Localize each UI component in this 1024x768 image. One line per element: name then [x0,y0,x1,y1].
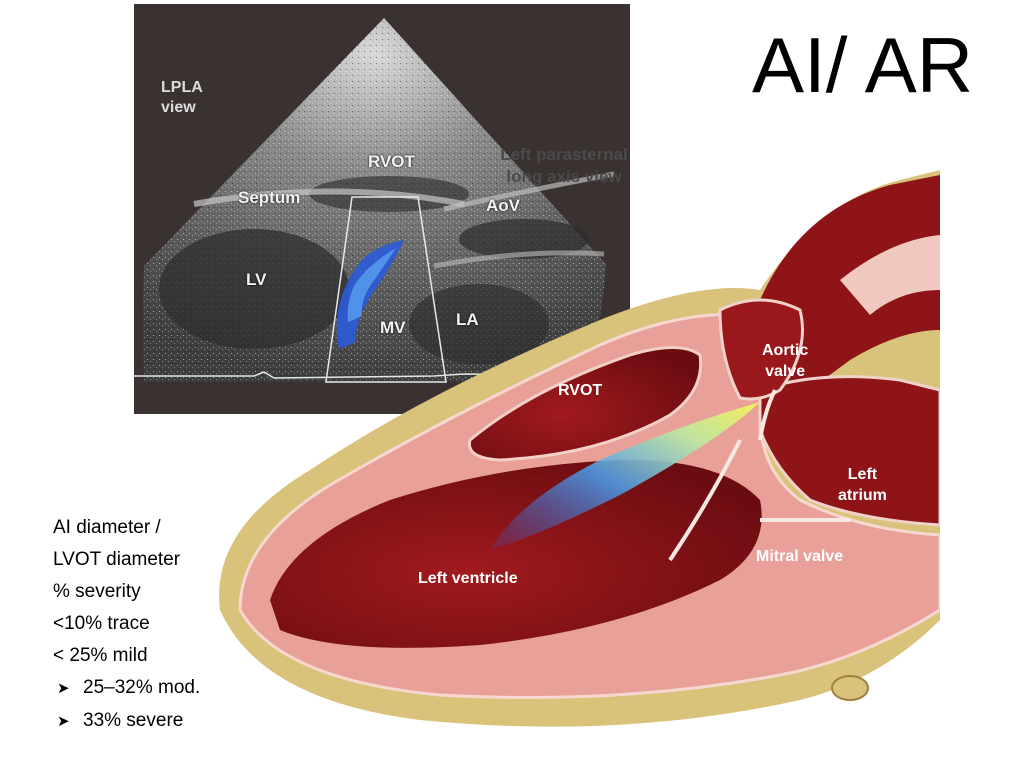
heart-caption-line1: Left parasternal [500,145,628,164]
severity-line: AI diameter / [53,517,161,538]
echo-view-tag-line2: view [161,99,196,116]
echo-label-mv: MV [380,318,406,337]
heart-cross-section-graphic [219,170,940,727]
echo-label-la: LA [456,310,479,329]
heart-label-aortic-valve-line1: Aortic [762,342,809,359]
heart-caption: Left parasternal long axis view [464,144,664,188]
echo-view-tag-line1: LPLA [161,79,203,96]
slide-title: AI/ AR [752,21,974,109]
heart-label-left-atrium: Left atrium [838,464,887,506]
severity-bullet-item: ➤ 33% severe [53,705,200,738]
echo-label-lv: LV [246,270,267,289]
echo-view-tag: LPLA view [161,78,203,118]
echo-image: LPLA view RVOT Septum AoV LV MV LA [134,4,630,414]
echo-label-septum: Septum [238,188,301,207]
severity-bullet-text: 33% severe [83,710,184,731]
severity-bullet-item: ➤ 25–32% mod. [53,672,200,705]
severity-line: < 25% mild [53,645,148,666]
severity-line: % severity [53,581,141,602]
echo-label-aov: AoV [486,196,520,215]
arrow-bullet-icon: ➤ [57,680,70,697]
severity-bullet-text: 25–32% mod. [83,677,201,698]
heart-label-left-atrium-line1: Left [847,466,878,483]
heart-label-left-ventricle: Left ventricle [418,570,518,587]
heart-label-left-atrium-line2: atrium [838,487,887,504]
echo-label-rvot: RVOT [368,152,415,171]
heart-label-aortic-valve: Aortic valve [762,340,808,382]
echo-ultrasound-graphic [134,18,630,383]
heart-caption-line2: long axis view [506,167,622,186]
heart-label-rvot: RVOT [558,382,603,399]
arrow-bullet-icon: ➤ [57,713,70,730]
heart-illustration: RVOT Aortic valve Left atrium Mitral val… [200,140,940,740]
heart-label-mitral-valve: Mitral valve [756,548,844,565]
severity-line: LVOT diameter [53,549,181,570]
severity-line: <10% trace [53,613,150,634]
severity-list: AI diameter / LVOT diameter % severity <… [53,512,200,738]
heart-label-aortic-valve-line2: valve [765,363,806,380]
